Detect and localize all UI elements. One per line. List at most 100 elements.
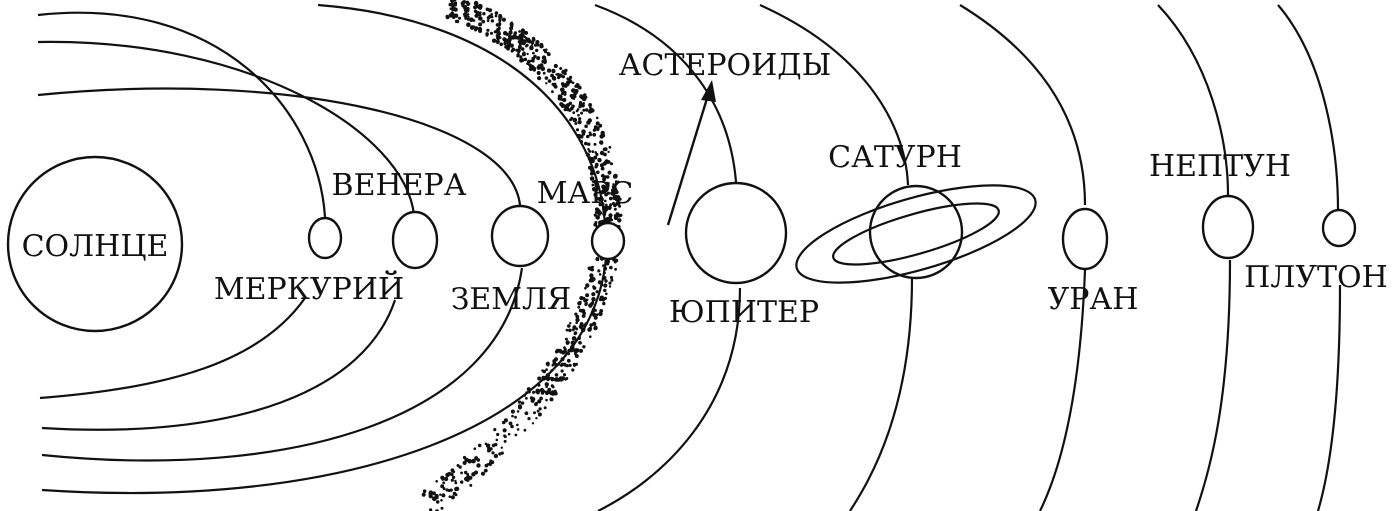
saturn-outer-ring [795, 184, 1037, 284]
asteroid-dot [595, 185, 600, 190]
asteroid-dot [591, 297, 596, 302]
asteroid-dot [460, 480, 464, 484]
asteroid-dot [482, 12, 486, 16]
asteroid-dot [561, 75, 566, 79]
orbit-mars [317, 3, 607, 226]
asteroid-dot [614, 267, 617, 271]
asteroid-dot [502, 428, 507, 433]
asteroid-dot [527, 390, 531, 394]
asteroid-dot [458, 16, 461, 20]
asteroid-dot [544, 382, 549, 387]
asteroid-dot [588, 149, 592, 153]
asteroid-dot [529, 45, 534, 51]
asteroid-dot [567, 324, 571, 328]
asteroid-dot [474, 28, 477, 32]
asteroid-dot [587, 148, 590, 151]
asteroid-dot [508, 421, 513, 426]
asteroid-dot [537, 376, 542, 381]
asteroid-dot [579, 348, 583, 353]
asteroid-dot [592, 128, 597, 132]
asteroid-dot [601, 184, 606, 189]
asteroid-dot [600, 202, 605, 206]
asteroid-dot [592, 321, 597, 326]
asteroid-dot [580, 111, 584, 115]
asteroid-dot [547, 387, 552, 392]
asteroid-dot [523, 393, 527, 397]
pluto-label: ПЛУТОН [1244, 260, 1388, 295]
asteroid-dot [531, 56, 536, 61]
asteroid-dot [463, 0, 467, 4]
asteroid-dot [575, 317, 580, 323]
asteroid-dot [526, 38, 530, 42]
asteroid-dot [596, 210, 602, 215]
asteroid-dot [434, 493, 439, 499]
asteroid-dot [516, 428, 520, 431]
asteroid-dot [466, 23, 470, 27]
asteroid-dot [510, 49, 514, 53]
asteroid-dot [545, 368, 548, 371]
asteroid-dot [597, 280, 602, 285]
asteroid-dot [596, 170, 600, 175]
asteroid-dot [566, 358, 571, 363]
asteroid-dot [460, 471, 463, 475]
asteroid-dot [445, 14, 449, 18]
asteroid-dot [524, 30, 528, 35]
asteroid-dot [454, 486, 459, 492]
asteroid-dot [591, 265, 594, 269]
asteroid-dot [550, 376, 553, 380]
asteroid-dot [503, 41, 507, 46]
asteroid-dot [563, 71, 567, 76]
asteroid-dot [588, 303, 593, 308]
asteroid-dot [542, 71, 546, 75]
asteroid-dot [440, 499, 443, 502]
asteroid-dot [563, 92, 567, 96]
asteroid-dot [611, 185, 615, 189]
asteroid-dot [560, 98, 564, 102]
earth-label: ЗЕМЛЯ [451, 282, 572, 317]
asteroid-dot [522, 51, 526, 55]
asteroid-dot [564, 337, 568, 341]
asteroid-dot [519, 58, 524, 63]
asteroid-dot [484, 463, 489, 468]
asteroid-dot [595, 256, 599, 260]
asteroid-dot [555, 363, 558, 366]
asteroid-dot [573, 331, 578, 335]
asteroid-dot [494, 14, 498, 18]
asteroid-dot [594, 165, 598, 169]
asteroid-dot [560, 362, 565, 367]
asteroid-dot [574, 122, 578, 125]
asteroid-dot [537, 76, 542, 81]
asteroid-dot [483, 468, 488, 473]
asteroid-dot [576, 84, 580, 89]
asteroid-dot [545, 48, 548, 51]
asteroid-dot [599, 140, 604, 145]
asteroid-dot [421, 492, 426, 497]
asteroid-dot [477, 443, 482, 448]
asteroids-label: АСТЕРОИДЫ [619, 48, 831, 83]
asteroid-dot [440, 506, 444, 510]
asteroid-dot [593, 315, 598, 320]
asteroid-dot [592, 172, 595, 175]
asteroid-dot [605, 292, 608, 296]
asteroid-dot [578, 100, 583, 105]
asteroid-dot [498, 20, 502, 23]
asteroid-dot [439, 493, 442, 496]
asteroid-dot [445, 488, 449, 492]
asteroid-dot [603, 283, 608, 288]
asteroid-dot [474, 456, 479, 461]
asteroid-dot [526, 387, 531, 392]
asteroid-dot [469, 17, 474, 23]
asteroid-dot [588, 109, 593, 114]
asteroid-dot [495, 29, 499, 33]
asteroid-dot [535, 417, 538, 420]
asteroid-dot [443, 476, 449, 482]
asteroid-dot [501, 420, 506, 425]
asteroid-dot [493, 453, 499, 459]
asteroid-dot [589, 171, 594, 176]
asteroid-dot [529, 396, 534, 400]
asteroid-dot [540, 391, 545, 395]
asteroid-dot [587, 266, 592, 271]
asteroid-dot [535, 48, 539, 53]
asteroid-dot [593, 155, 598, 160]
asteroid-dot [572, 117, 578, 123]
